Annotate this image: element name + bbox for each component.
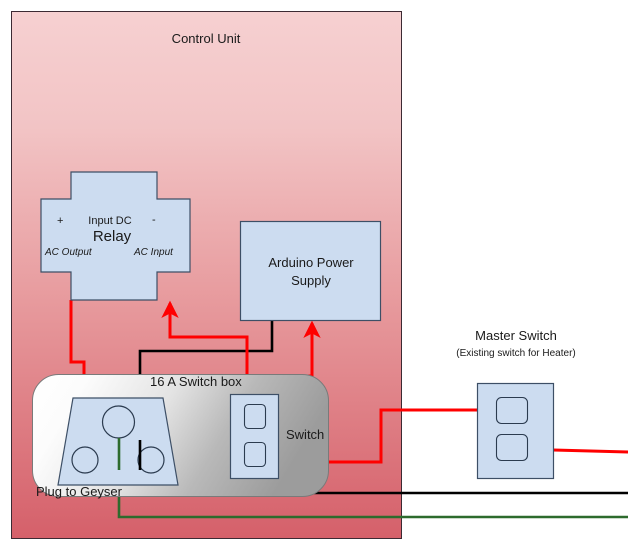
switch-label: Switch (286, 427, 325, 442)
switch-box-label: 16 A Switch box (150, 374, 242, 389)
plug-pin-earth (101, 405, 136, 439)
switch-box-rocker-bottom[interactable] (243, 441, 267, 468)
wire-live-switchbox-to-relay-in (161, 300, 249, 404)
plug-pin-live (71, 446, 99, 474)
master-switch-rocker-top[interactable] (495, 396, 529, 425)
relay-plus-terminal-label: + (57, 215, 64, 227)
relay-body (40, 171, 191, 301)
relay-minus-terminal-label: - (152, 214, 156, 226)
relay-ac-output-label: AC Output (45, 247, 92, 258)
arduino-power-supply-label-line1: Arduino Power (268, 255, 354, 270)
control-unit-title: Control Unit (171, 31, 241, 46)
master-switch-title: Master Switch (475, 328, 557, 343)
arduino-power-supply-label-line2: Supply (291, 273, 331, 288)
master-switch-rocker-bottom[interactable] (495, 433, 529, 462)
relay-dc-input-label: Input DC (88, 215, 132, 227)
plug-label: Plug to Geyser (36, 484, 122, 499)
switch-box-rocker-top[interactable] (243, 403, 267, 430)
arduino-power-supply-body (239, 220, 382, 322)
plug-pin-neutral (137, 446, 165, 474)
master-switch-subtitle: (Existing switch for Heater) (456, 348, 576, 359)
relay-name-label: Relay (92, 228, 132, 245)
relay-ac-input-label: AC Input (134, 247, 173, 258)
